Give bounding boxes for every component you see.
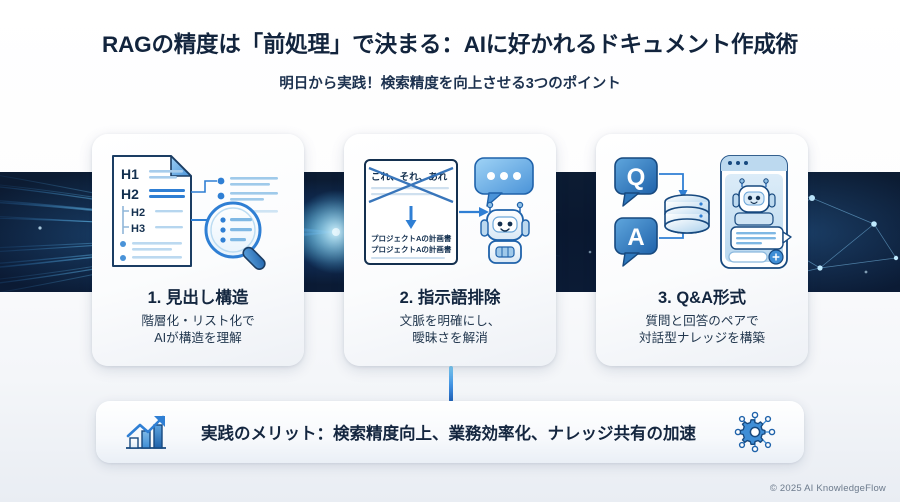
svg-text:これ、それ、あれ: これ、それ、あれ [371, 171, 448, 183]
footer-copyright: © 2025 AI KnowledgeFlow [769, 483, 886, 494]
card-title: 1. 見出し構造 [147, 289, 249, 307]
growth-chart-icon [126, 415, 166, 449]
benefit-text: 実践のメリット：検索精度向上、業務効率化、ナレッジ共有の加速 [201, 425, 696, 443]
svg-text:H2: H2 [131, 207, 145, 219]
svg-text:プロジェクトAの計画書: プロジェクトAの計画書 [371, 244, 452, 254]
card-desc-line-2: AIが構造を理解 [154, 330, 242, 345]
card-description: 質問と回答のペアで 対話型ナレッジを構築 [639, 313, 765, 347]
svg-text:H2: H2 [121, 186, 139, 202]
points-card-row: H1 H2 H2 H3 [92, 134, 808, 366]
header: RAGの精度は「前処理」で決まる：AIに好かれるドキュメント作成術 明日から実践… [0, 0, 900, 130]
card-title: 2. 指示語排除 [399, 289, 501, 307]
svg-text:A: A [627, 224, 644, 251]
crossed-pronouns-robot-icon: これ、それ、あれ プロジェクトAの計画書 プロジェクトAの計画書 [364, 157, 534, 265]
card-desc-line-2: 対話型ナレッジを構築 [639, 330, 765, 345]
svg-text:H1: H1 [121, 166, 139, 182]
card-desc-line-1: 文脈を明確にし、 [399, 314, 501, 328]
card-desc-line-2: 曖昧さを解消 [412, 330, 488, 345]
svg-text:H3: H3 [131, 223, 145, 235]
svg-text:プロジェクトAの計画書: プロジェクトAの計画書 [371, 233, 452, 243]
gear-network-icon [734, 411, 776, 453]
card-description: 文脈を明確にし、 曖昧さを解消 [400, 313, 501, 347]
page-subtitle: 明日から実践！検索精度を向上させる3つのポイント [279, 76, 621, 92]
card-description: 階層化・リスト化で AIが構造を理解 [141, 313, 254, 347]
qa-database-chatbot-icon: Q A [614, 155, 792, 269]
benefit-bar[interactable]: 実践のメリット：検索精度向上、業務効率化、ナレッジ共有の加速 [96, 401, 804, 463]
connector-line [449, 366, 453, 402]
document-headings-magnifier-icon: H1 H2 H2 H3 [112, 155, 278, 270]
card-pronoun-removal[interactable]: これ、それ、あれ プロジェクトAの計画書 プロジェクトAの計画書 [344, 134, 556, 366]
card-desc-line-1: 階層化・リスト化で [141, 314, 255, 328]
card-title: 3. Q&A形式 [657, 289, 746, 307]
page-title: RAGの精度は「前処理」で決まる：AIに好かれるドキュメント作成術 [102, 32, 798, 57]
card-desc-line-1: 質問と回答のペアで [645, 314, 759, 328]
card-qa-format[interactable]: Q A [596, 134, 808, 366]
card-heading-structure[interactable]: H1 H2 H2 H3 [92, 134, 304, 366]
svg-text:Q: Q [627, 164, 646, 191]
